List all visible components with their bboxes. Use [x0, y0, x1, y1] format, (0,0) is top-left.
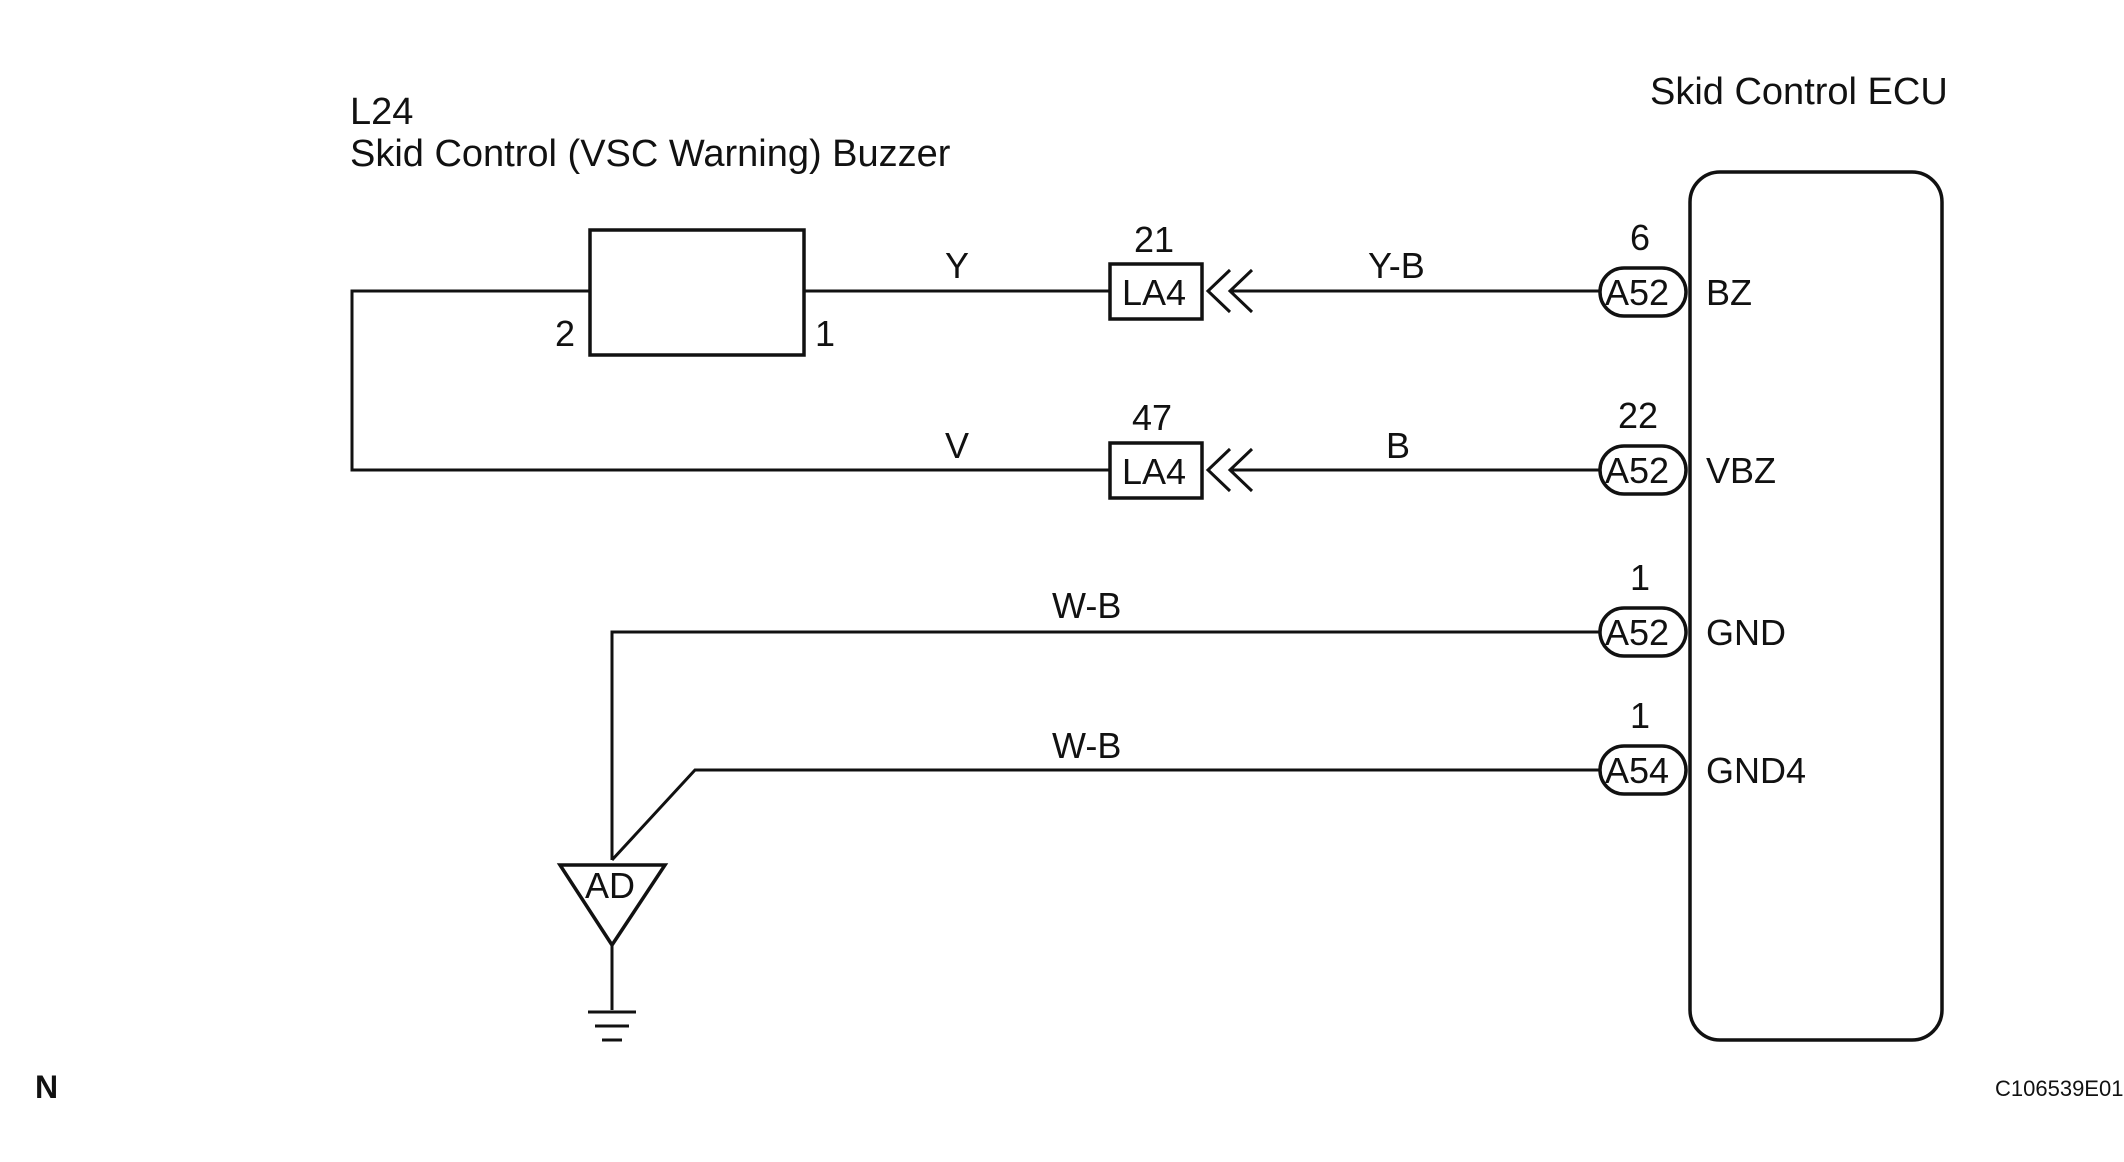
buzzer-code: L24 — [350, 91, 413, 133]
terminal-bz: BZ — [1706, 272, 1752, 313]
connector-vbz-label: A52 — [1605, 450, 1669, 491]
connector-gnd4 — [1598, 744, 1688, 796]
ecu-name: Skid Control ECU — [1650, 71, 1948, 113]
buzzer-component — [588, 228, 806, 357]
connector-chevron-icon — [1205, 447, 1232, 493]
ground-point-ad — [556, 863, 669, 949]
junction-la4-top-pin: 21 — [1134, 219, 1174, 260]
junction-la4-bottom-pin: 47 — [1132, 397, 1172, 438]
connector-bz-label: A52 — [1605, 272, 1669, 313]
connector-vbz-pin: 22 — [1618, 395, 1658, 436]
connector-bz-pin: 6 — [1630, 217, 1650, 258]
junction-la4-bottom-label: LA4 — [1122, 451, 1186, 492]
buzzer-pin-2: 2 — [555, 313, 575, 354]
figure-code: C106539E01 — [1995, 1076, 2123, 1101]
junction-la4-bottom — [1108, 441, 1204, 500]
wire-w-b-gnd4 — [610, 768, 1600, 862]
buzzer-pin-1: 1 — [815, 313, 835, 354]
wire-w-b-gnd — [610, 630, 1600, 860]
wire-v — [350, 289, 1110, 472]
connector-gnd4-pin: 1 — [1630, 695, 1650, 736]
ground-point-ad-label: AD — [585, 865, 635, 906]
connector-gnd — [1598, 606, 1688, 658]
connector-gnd4-label: A54 — [1605, 750, 1669, 791]
wire-label-w-b-1: W-B — [1052, 585, 1121, 626]
wire-label-w-b-2: W-B — [1052, 725, 1121, 766]
ground-icon — [588, 1010, 636, 1042]
terminal-vbz: VBZ — [1706, 450, 1776, 491]
ecu-box — [1688, 170, 1944, 1042]
terminal-gnd4: GND4 — [1706, 750, 1806, 791]
junction-la4-top-label: LA4 — [1122, 272, 1186, 313]
connector-gnd-pin: 1 — [1630, 557, 1650, 598]
connector-chevron-icon — [1205, 268, 1232, 314]
connector-bz — [1598, 266, 1688, 318]
connector-gnd-label: A52 — [1605, 612, 1669, 653]
footer-left-mark: N — [35, 1069, 58, 1105]
terminal-gnd: GND — [1706, 612, 1786, 653]
wire-label-y-b: Y-B — [1368, 245, 1425, 286]
wire-label-v: V — [945, 425, 969, 466]
wire-label-y: Y — [945, 245, 969, 286]
junction-la4-top — [1108, 262, 1204, 321]
buzzer-name: Skid Control (VSC Warning) Buzzer — [350, 133, 951, 175]
connector-vbz — [1598, 444, 1688, 496]
wire-label-b: B — [1386, 425, 1410, 466]
